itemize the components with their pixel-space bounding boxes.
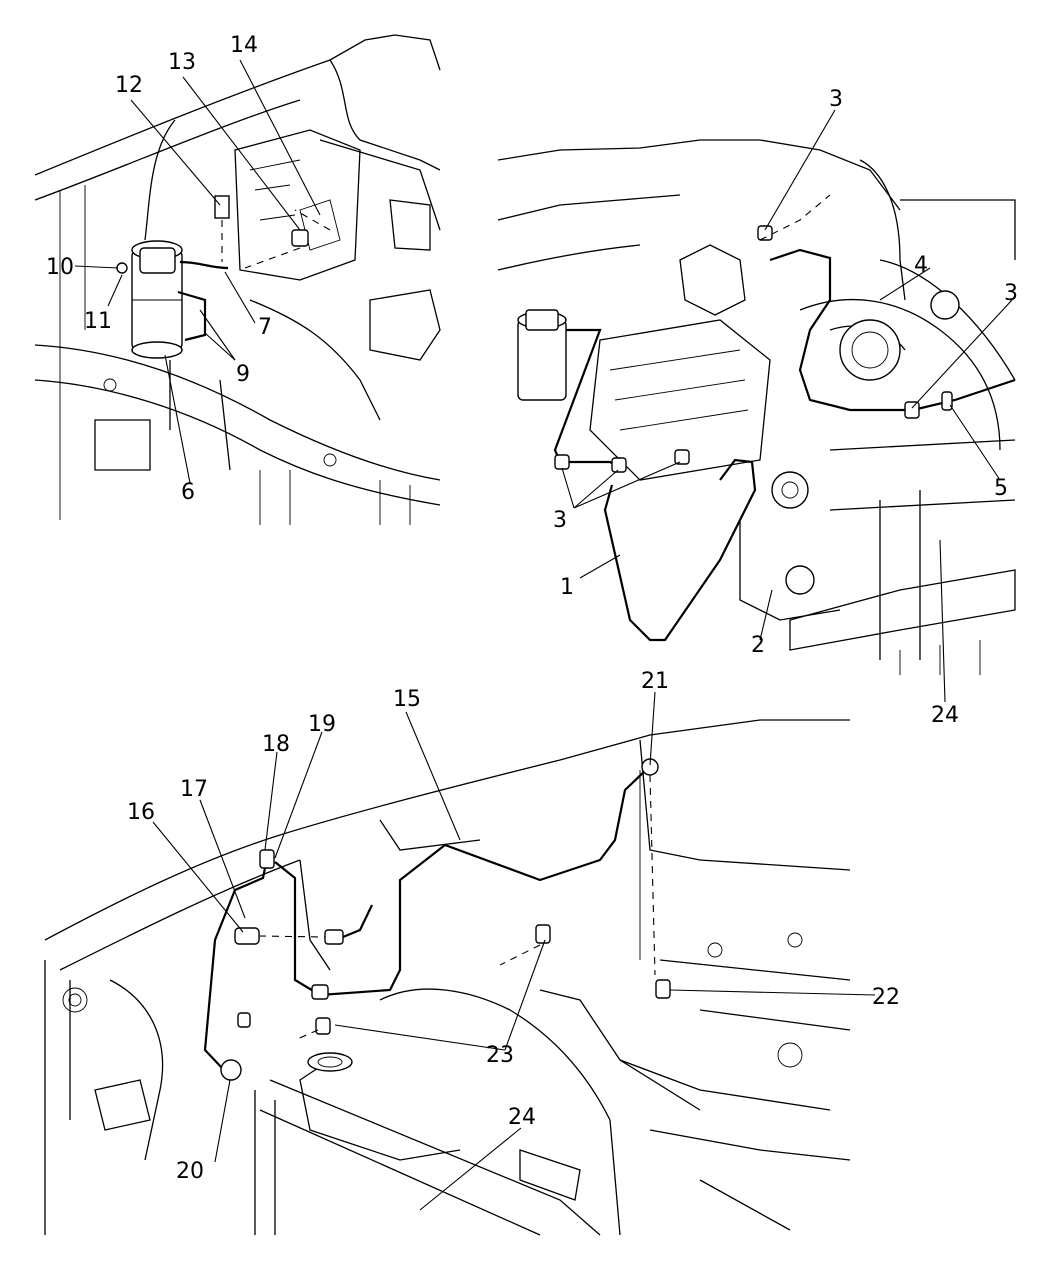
callout-14: 14 xyxy=(230,33,258,58)
callout-6: 6 xyxy=(181,480,195,505)
view-rear-lines xyxy=(44,719,851,1236)
callout-1: 1 xyxy=(560,575,574,600)
callout-3-top: 3 xyxy=(829,87,843,112)
callout-10: 10 xyxy=(46,255,74,280)
callout-15: 15 xyxy=(393,687,421,712)
receiver-drier-installed xyxy=(517,309,567,401)
callout-21: 21 xyxy=(641,669,669,694)
callout-24-top: 24 xyxy=(931,703,959,728)
callout-17: 17 xyxy=(180,777,208,802)
callout-16: 16 xyxy=(127,800,155,825)
callout-18: 18 xyxy=(262,732,290,757)
callout-13: 13 xyxy=(168,50,196,75)
callout-4: 4 xyxy=(914,253,928,278)
view-receiver-drier xyxy=(34,34,441,525)
callout-3-left: 3 xyxy=(553,508,567,533)
view-engine-compartment xyxy=(497,139,1016,675)
callout-5: 5 xyxy=(994,476,1008,501)
callout-11: 11 xyxy=(84,309,112,334)
callout-2: 2 xyxy=(751,633,765,658)
callout-19: 19 xyxy=(308,712,336,737)
receiver-drier xyxy=(131,240,229,359)
callout-22: 22 xyxy=(872,985,900,1010)
callout-12: 12 xyxy=(115,73,143,98)
leader-lines xyxy=(74,59,1013,1211)
callout-3-right: 3 xyxy=(1004,281,1018,306)
callout-24-bottom: 24 xyxy=(508,1105,536,1130)
callout-9: 9 xyxy=(236,362,250,387)
callout-7: 7 xyxy=(258,315,272,340)
callout-labels: 14 13 12 10 11 7 9 6 3 4 3 5 3 1 2 24 15… xyxy=(46,33,1018,1184)
callout-23: 23 xyxy=(486,1043,514,1068)
callout-20: 20 xyxy=(176,1159,204,1184)
